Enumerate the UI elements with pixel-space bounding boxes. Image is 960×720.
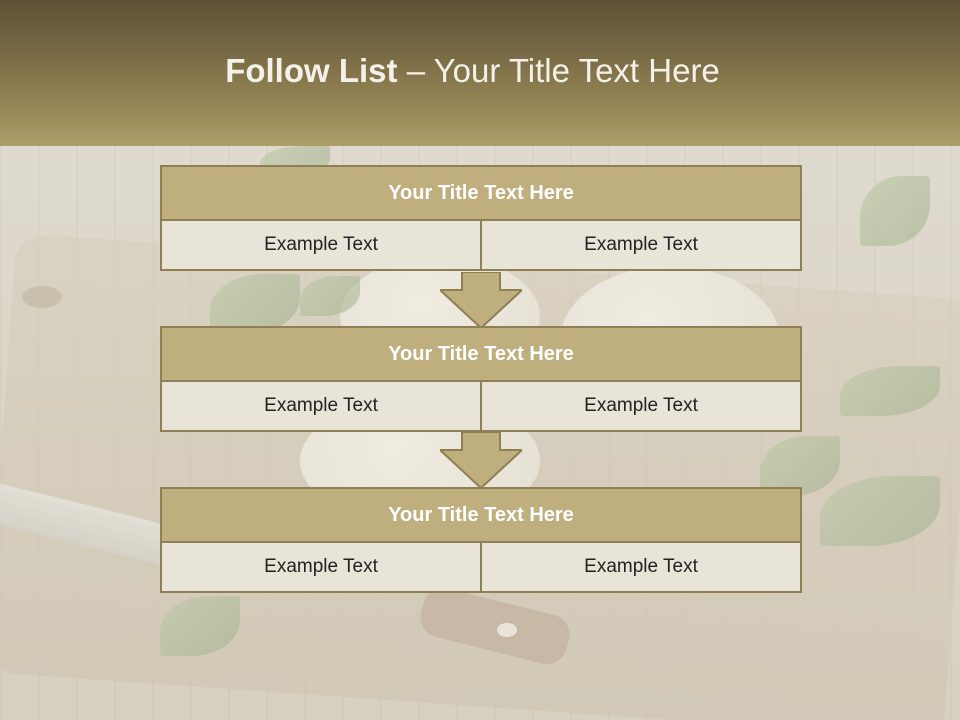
knife-rivet <box>497 623 517 637</box>
down-arrow-icon <box>440 432 522 488</box>
step-cell-right: Example Text <box>482 382 802 432</box>
slide-title: Follow List – Your Title Text Here <box>0 52 945 90</box>
step-row: Example Text Example Text <box>160 382 802 432</box>
step-cell-left: Example Text <box>160 221 482 271</box>
step-cell-left: Example Text <box>160 382 482 432</box>
step-title: Your Title Text Here <box>160 487 802 543</box>
step-title: Your Title Text Here <box>160 326 802 382</box>
step-title: Your Title Text Here <box>160 165 802 221</box>
down-arrow-icon <box>440 272 522 328</box>
step-2: Your Title Text Here Example Text Exampl… <box>160 326 802 432</box>
board-hole <box>22 286 62 308</box>
step-cell-right: Example Text <box>482 221 802 271</box>
step-cell-right: Example Text <box>482 543 802 593</box>
step-1: Your Title Text Here Example Text Exampl… <box>160 165 802 271</box>
header-bar: Follow List – Your Title Text Here <box>0 0 960 146</box>
step-row: Example Text Example Text <box>160 221 802 271</box>
step-cell-left: Example Text <box>160 543 482 593</box>
slide-title-rest: – Your Title Text Here <box>397 52 720 89</box>
slide-title-bold: Follow List <box>225 52 398 89</box>
step-3: Your Title Text Here Example Text Exampl… <box>160 487 802 593</box>
step-row: Example Text Example Text <box>160 543 802 593</box>
